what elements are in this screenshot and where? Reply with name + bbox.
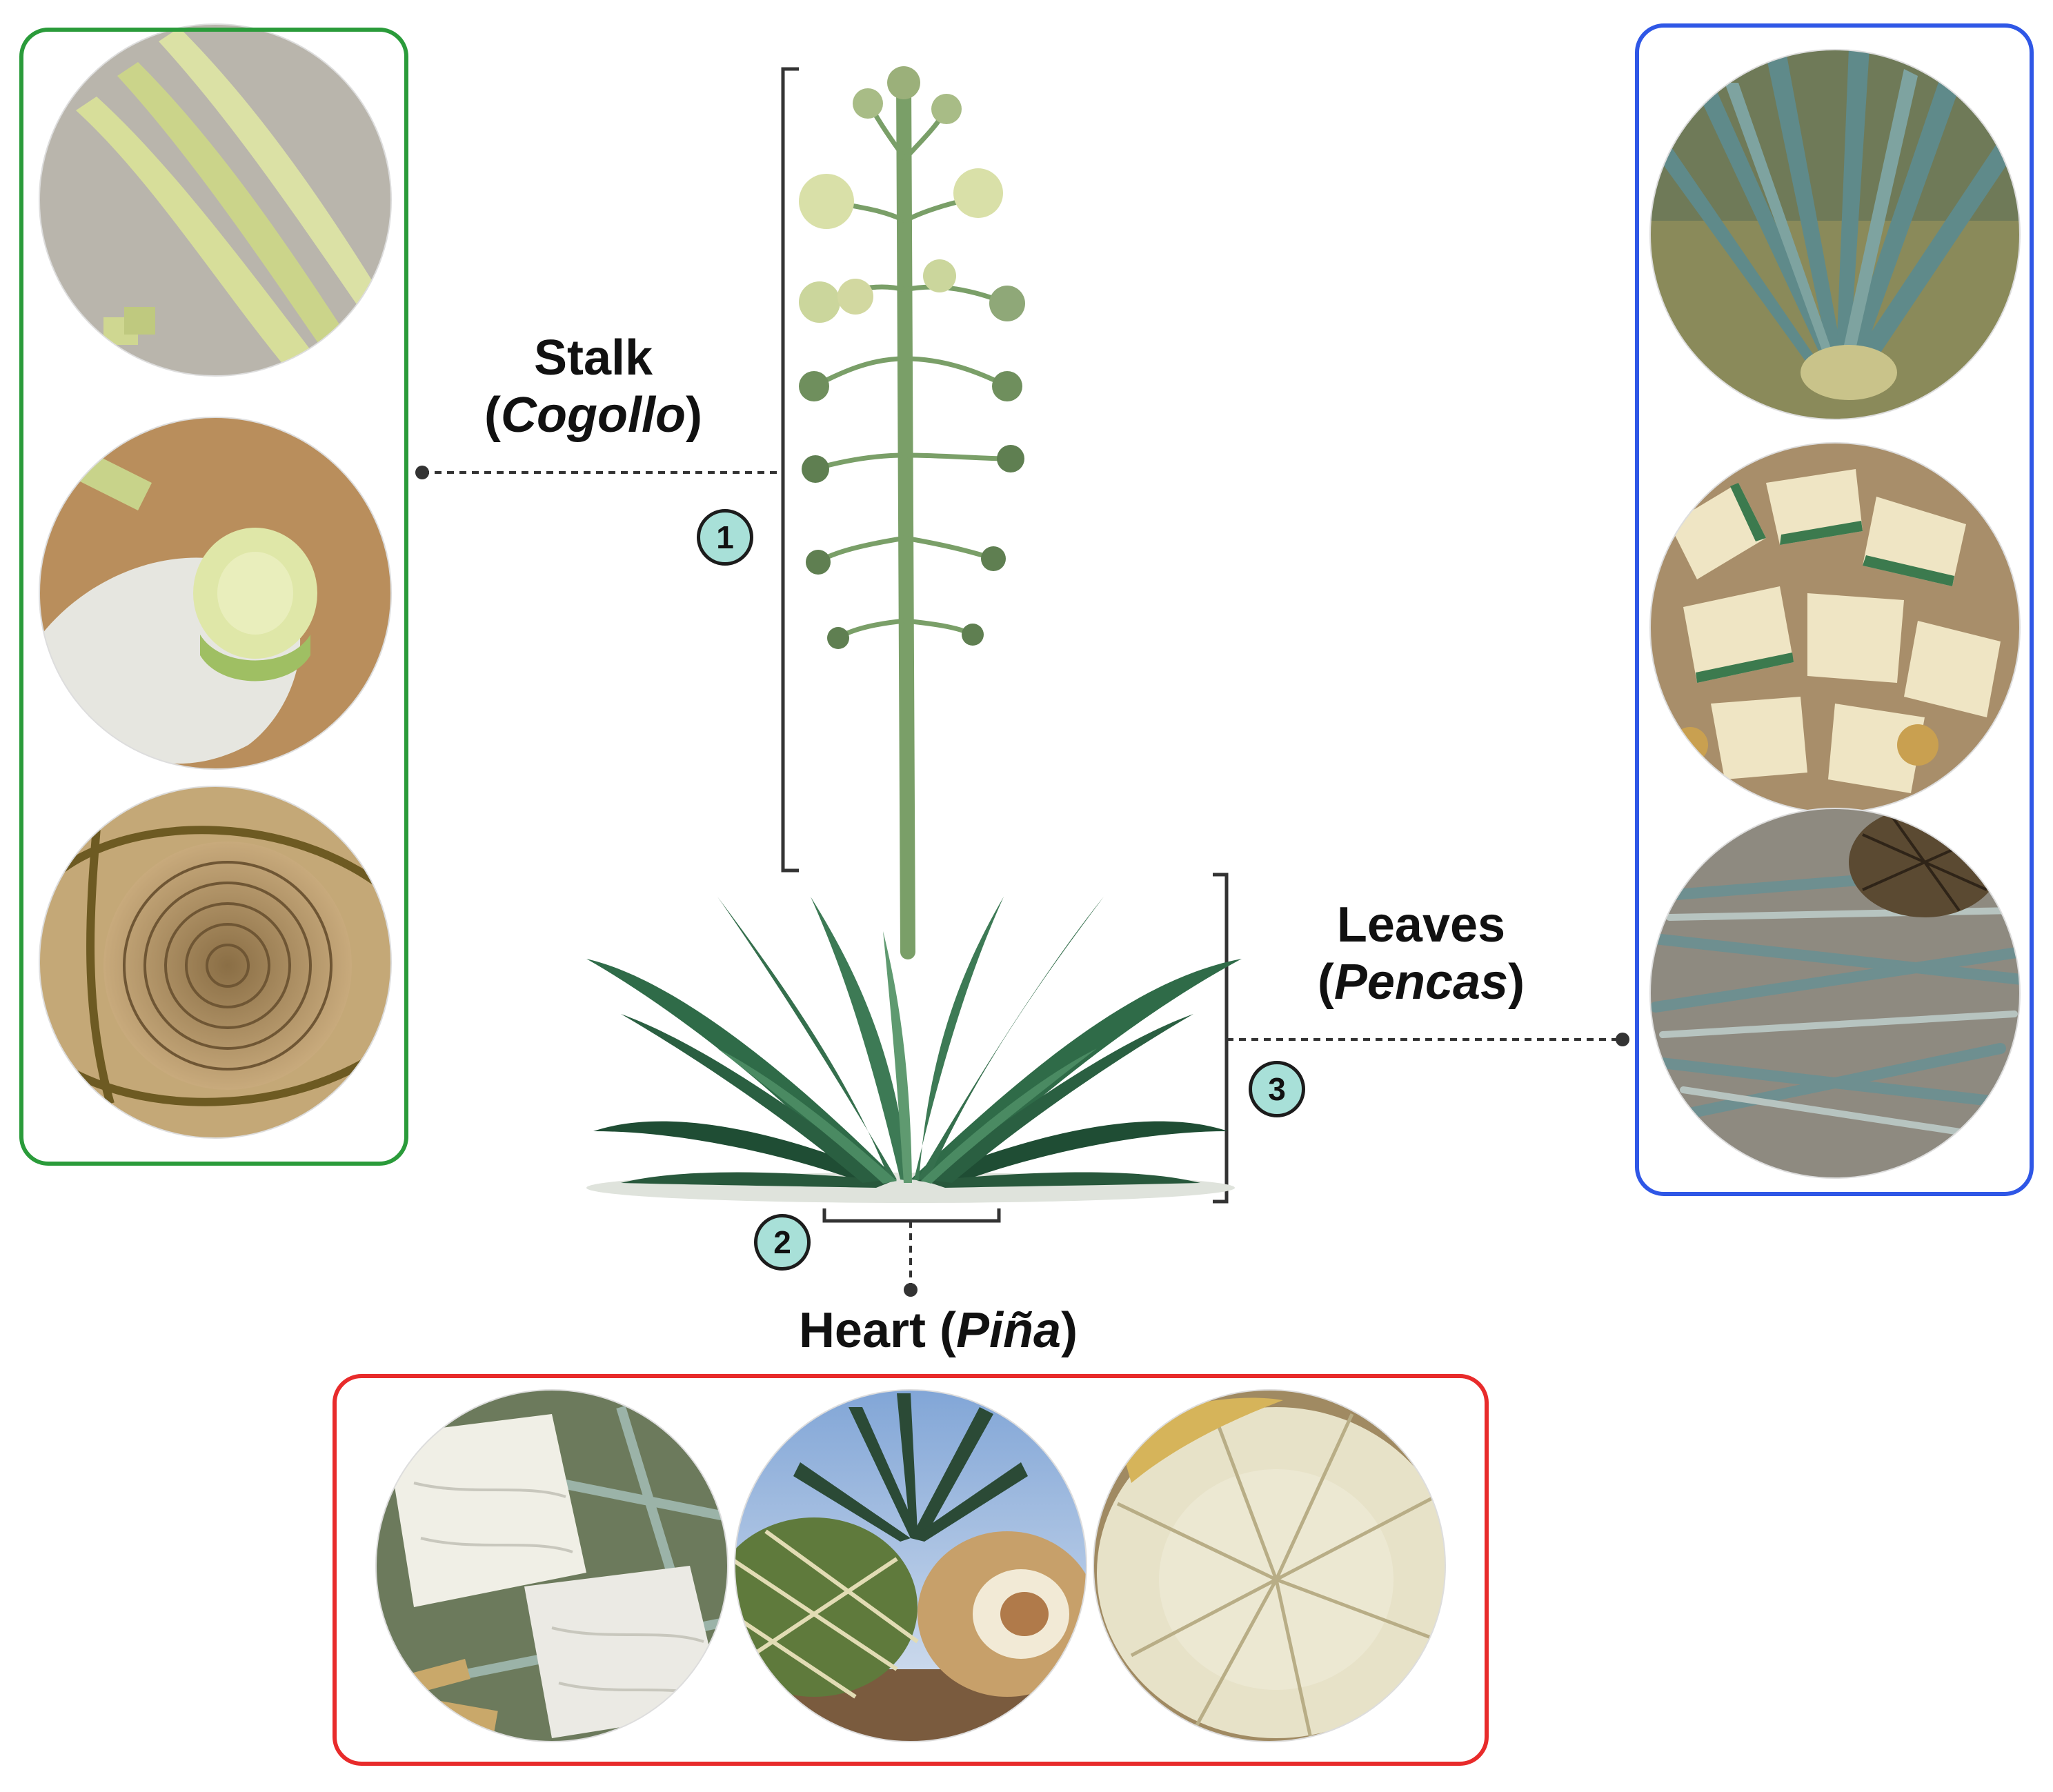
leaves-label: Leaves (Pencas) — [1283, 897, 1559, 1011]
stalk-label: Stalk (Cogollo) — [483, 330, 704, 444]
leaves-local-name-line: (Pencas) — [1283, 954, 1559, 1011]
stalk-photos-frame — [19, 28, 408, 1166]
leaves-bracket — [1213, 873, 1229, 1204]
leaves-open-paren: ( — [1317, 954, 1334, 1010]
heart-label: Heart (Piña) — [759, 1302, 1118, 1360]
heart-name: Heart — [798, 1303, 926, 1358]
stalk-strips-photo — [39, 24, 391, 376]
stalk-cross-section-photo — [39, 417, 391, 769]
stalk-local-name-line: (Cogollo) — [483, 387, 704, 444]
connector-dots — [415, 466, 1629, 1297]
rosette-leaves — [586, 897, 1242, 1188]
stalk-number-badge: 1 — [697, 509, 753, 566]
leaves-name: Leaves — [1336, 897, 1506, 953]
heart-local-name: Piña — [956, 1303, 1062, 1358]
heart-cross-section-photo — [1093, 1390, 1445, 1742]
leaves-photos-frame — [1635, 23, 2034, 1196]
leaves-local-name: Pencas — [1333, 954, 1509, 1010]
leaves-close-paren: ) — [1508, 954, 1525, 1010]
chopped-leaves-photo — [1650, 443, 2020, 813]
stalk-local-name: Cogollo — [501, 387, 686, 443]
agave-plant-photo — [1650, 50, 2020, 419]
heart-open-paren: ( — [940, 1303, 957, 1358]
stalk-open-paren: ( — [484, 387, 502, 443]
agave-plant — [586, 66, 1242, 1203]
heart-photos-frame — [333, 1374, 1489, 1766]
stalk-rings-photo — [39, 786, 391, 1138]
heart-bracket — [822, 1208, 1001, 1223]
flower-stalk — [799, 66, 1025, 959]
heart-number-badge: 2 — [754, 1214, 811, 1271]
stalk-close-paren: ) — [685, 387, 702, 443]
leaves-number-badge: 3 — [1249, 1061, 1305, 1117]
connector-lines — [422, 471, 1620, 1288]
stalk-bracket — [781, 67, 799, 873]
flower-clusters — [799, 66, 1025, 649]
stalk-name: Stalk — [533, 330, 653, 386]
heart-close-paren: ) — [1061, 1303, 1078, 1358]
